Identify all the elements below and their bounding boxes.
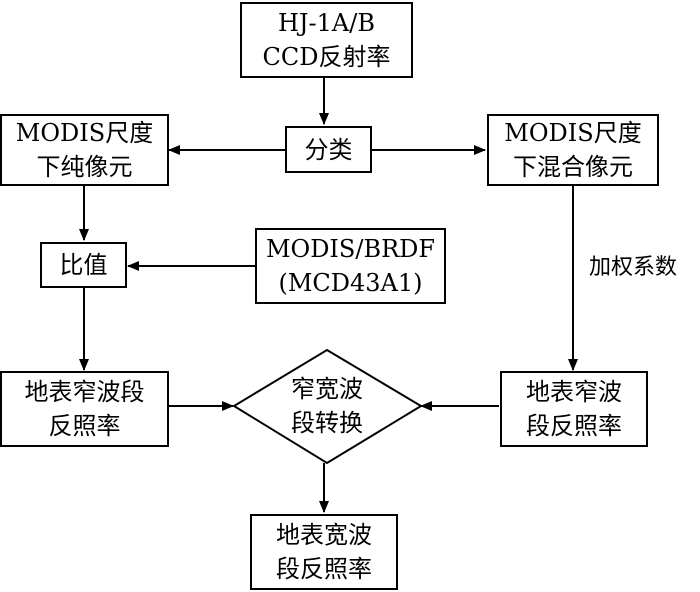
narrowband-albedo-right-box: 地表窄波 段反照率 <box>500 371 648 447</box>
hj-ccd-line1: HJ-1A/B <box>278 9 375 37</box>
modis-brdf-box: MODIS/BRDF (MCD43A1) <box>255 228 446 304</box>
hj-ccd-reflectance-box: HJ-1A/B CCD反射率 <box>240 2 413 78</box>
modis-mixed-pixel-box: MODIS尺度 下混合像元 <box>487 114 659 186</box>
narrowband-right-line1: 地表窄波 <box>526 378 622 406</box>
conversion-diamond-label: 窄宽波 段转换 <box>260 370 394 442</box>
modis-brdf-line1: MODIS/BRDF <box>265 235 436 263</box>
modis-pure-pixel-box: MODIS尺度 下纯像元 <box>0 114 169 186</box>
broadband-line1: 地表宽波 <box>276 521 372 549</box>
modis-brdf-line2: (MCD43A1) <box>278 269 423 297</box>
ratio-box: 比值 <box>40 242 127 288</box>
classify-label: 分类 <box>304 135 353 164</box>
modis-pure-line2: 下纯像元 <box>36 153 133 181</box>
narrowband-left-line2: 反照率 <box>48 412 121 440</box>
conversion-line2: 段转换 <box>291 409 363 437</box>
modis-mixed-line1: MODIS尺度 <box>504 119 642 147</box>
ratio-label: 比值 <box>59 251 108 279</box>
weighting-coefficient-label: 加权系数 <box>589 255 678 280</box>
conversion-diamond-shape <box>232 348 423 465</box>
broadband-albedo-box: 地表宽波 段反照率 <box>250 514 398 590</box>
modis-mixed-line2: 下混合像元 <box>513 153 633 181</box>
classify-box: 分类 <box>285 126 372 173</box>
conversion-line1: 窄宽波 <box>291 375 363 403</box>
narrowband-albedo-left-box: 地表窄波段 反照率 <box>0 371 169 447</box>
hj-ccd-line2: CCD反射率 <box>262 43 391 71</box>
narrowband-right-line2: 段反照率 <box>526 412 622 440</box>
broadband-line2: 段反照率 <box>276 555 372 583</box>
narrowband-left-line1: 地表窄波段 <box>24 378 145 406</box>
modis-pure-line1: MODIS尺度 <box>15 119 154 147</box>
